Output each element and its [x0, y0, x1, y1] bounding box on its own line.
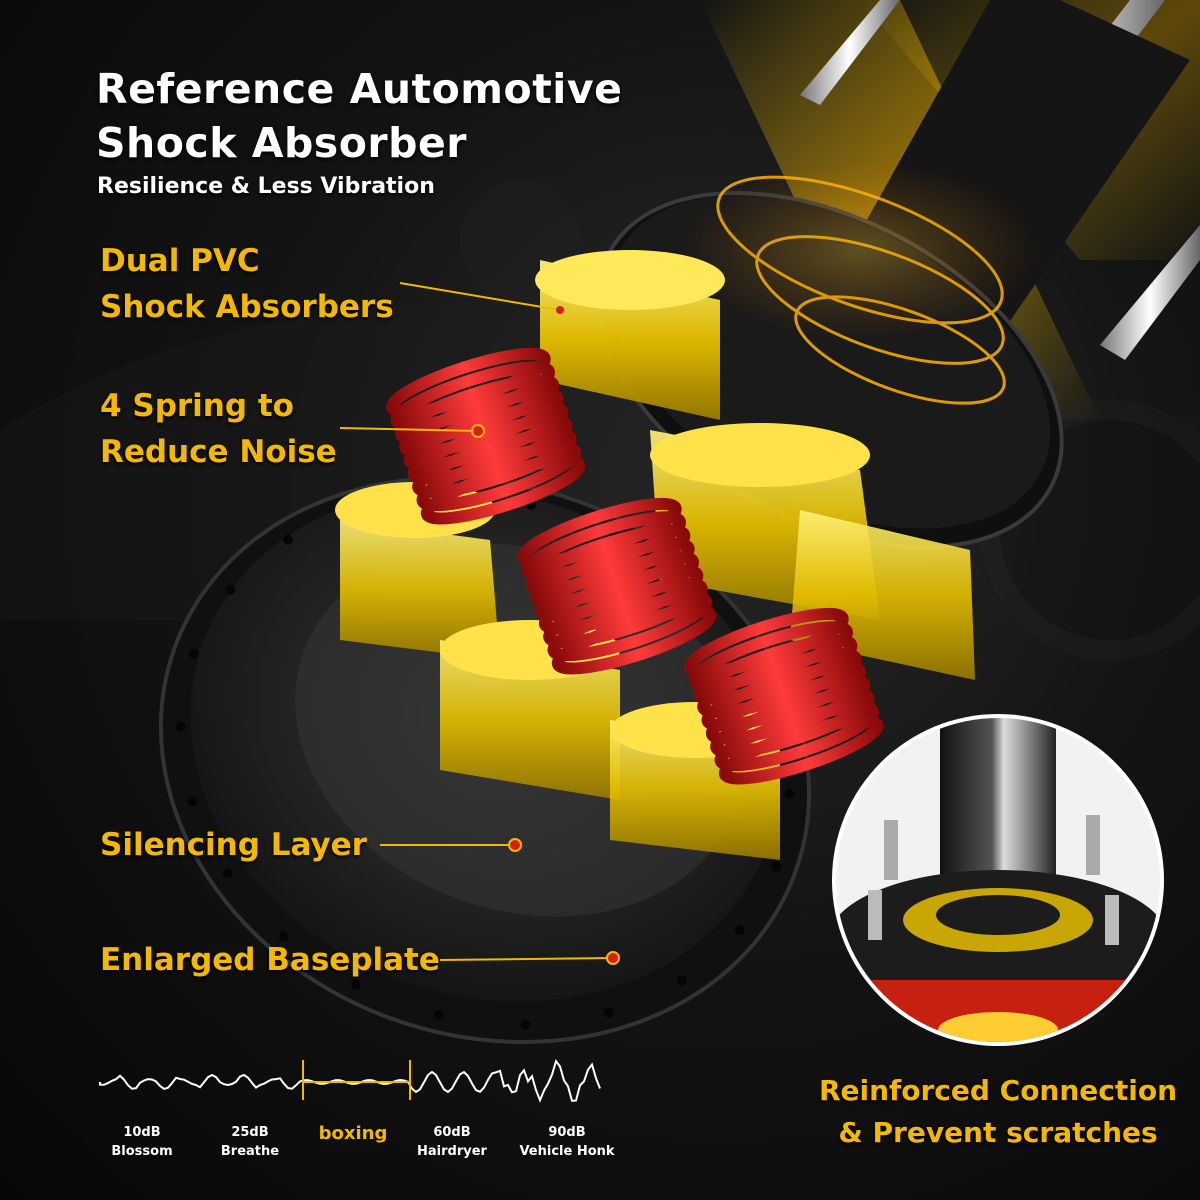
inset-caption: Reinforced Connection & Prevent scratche… — [818, 1070, 1178, 1154]
scale-item-blossom: 10dB Blossom — [87, 1123, 197, 1161]
bolt-hole — [278, 931, 289, 942]
connection-inset — [832, 714, 1164, 1046]
inset-caption-line: & Prevent scratches — [838, 1116, 1158, 1149]
scale-db: 90dB — [548, 1125, 586, 1140]
scale-label: Blossom — [111, 1144, 173, 1159]
bolt-hole — [282, 534, 293, 545]
bolt-hole — [771, 861, 782, 872]
spring — [684, 607, 884, 785]
pvc-pads — [335, 250, 975, 860]
scale-label: Vehicle Honk — [519, 1144, 615, 1159]
scale-db: 25dB — [231, 1125, 269, 1140]
callout-line: Dual PVC — [100, 243, 260, 279]
title-line-2: Shock Absorber — [96, 119, 467, 167]
spring — [386, 347, 586, 525]
leader-lines — [339, 282, 620, 965]
scale-db: 10dB — [123, 1125, 161, 1140]
bolt-hole — [784, 788, 795, 799]
bolt-hole — [433, 1010, 444, 1020]
callout-line: Reduce Noise — [100, 434, 337, 470]
page-subtitle: Resilience & Less Vibration — [97, 174, 435, 199]
bolt-hole — [222, 868, 233, 879]
bolt-hole — [175, 721, 186, 732]
noise-waveform — [99, 1059, 601, 1103]
bolt-hole — [677, 975, 688, 986]
energy-rings — [680, 160, 1040, 405]
scale-label: Breathe — [220, 1144, 280, 1159]
callout-springs: 4 Spring to Reduce Noise — [100, 383, 337, 475]
callout-baseplate: Enlarged Baseplate — [100, 942, 440, 978]
bolt-hole — [187, 796, 198, 807]
bolt-hole — [225, 584, 236, 595]
red-springs — [386, 347, 884, 785]
bolt-hole — [188, 648, 199, 659]
callout-line: 4 Spring to — [100, 388, 294, 424]
bolt-hole — [603, 1007, 614, 1018]
bolt-hole — [520, 1019, 531, 1030]
scale-item-hairdryer: 60dB Hairdryer — [397, 1123, 507, 1161]
bolt-hole — [351, 979, 361, 990]
scale-item-breathe: 25dB Breathe — [195, 1123, 305, 1161]
scale-label: Hairdryer — [417, 1144, 487, 1159]
scale-db: 60dB — [433, 1125, 471, 1140]
scale-item-vehicle-honk: 90dB Vehicle Honk — [512, 1123, 622, 1161]
callout-silencing-layer: Silencing Layer — [100, 827, 367, 863]
callout-dual-pvc: Dual PVC Shock Absorbers — [100, 238, 394, 330]
page-title: Reference Automotive Shock Absorber — [96, 62, 622, 170]
callout-line: Shock Absorbers — [100, 289, 394, 325]
title-line-1: Reference Automotive — [96, 65, 623, 113]
inset-caption-line: Reinforced Connection — [818, 1074, 1178, 1107]
spring — [517, 497, 717, 675]
scale-item-boxing: boxing — [318, 1123, 388, 1144]
bolt-hole — [734, 925, 745, 936]
